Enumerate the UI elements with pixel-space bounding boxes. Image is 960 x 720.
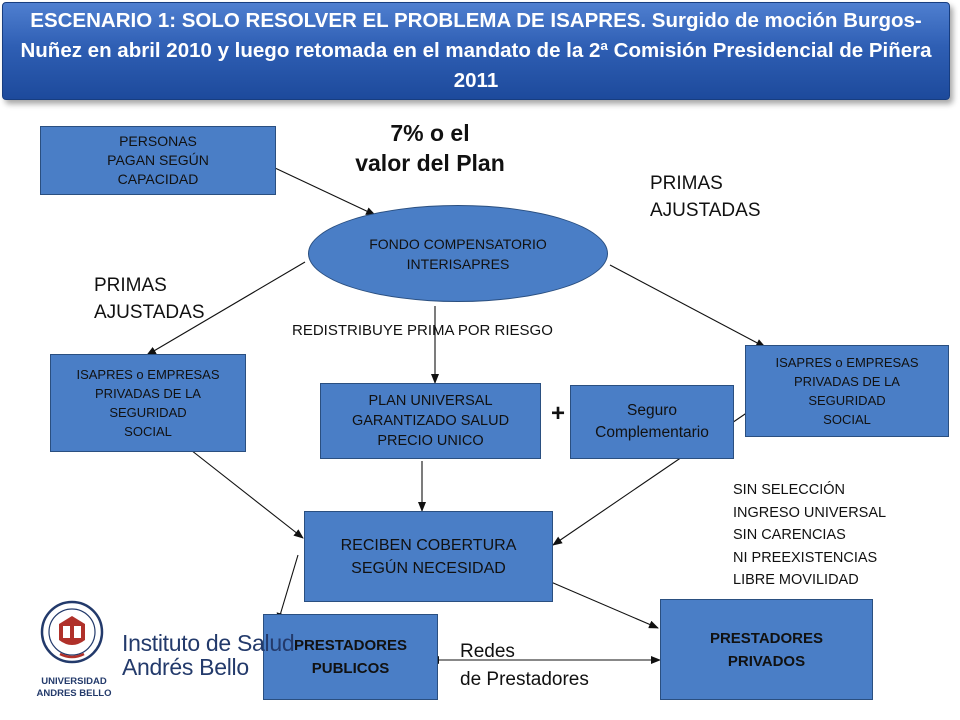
primas-ajustadas-left-label: PRIMAS AJUSTADAS <box>94 275 205 323</box>
conditions-list: SIN SELECCIÓN INGRESO UNIVERSAL SIN CARE… <box>733 482 887 588</box>
arrow-personas-to-fondo <box>274 167 376 216</box>
personas-box: PERSONAS PAGAN SEGÚN CAPACIDAD <box>40 126 276 195</box>
arrow-fondo-to-isapres-left <box>146 261 306 356</box>
institute-name-line2: Andrés Bello <box>122 654 249 680</box>
fondo-compensatorio-ellipse: FONDO COMPENSATORIO INTERISAPRES <box>308 205 608 302</box>
university-name: UNIVERSIDAD ANDRES BELLO <box>36 676 112 699</box>
percentage-label: 7% o el valor del Plan <box>355 120 505 176</box>
primas-ajustadas-right-label: PRIMAS AJUSTADAS <box>650 173 761 221</box>
isapres-left-box: ISAPRES o EMPRESAS PRIVADAS DE LA SEGURI… <box>50 354 246 452</box>
prestadores-privados-box: PRESTADORES PRIVADOS <box>660 599 873 700</box>
slide-title: ESCENARIO 1: SOLO RESOLVER EL PROBLEMA D… <box>2 2 950 100</box>
university-seal-icon <box>40 600 104 664</box>
arrow-fondo-to-isapres-right <box>609 264 766 348</box>
plan-universal-box: PLAN UNIVERSAL GARANTIZADO SALUD PRECIO … <box>320 383 541 459</box>
plus-sign: + <box>551 400 566 427</box>
redes-prestadores-label: Redes de Prestadores <box>460 641 589 690</box>
isapres-right-box: ISAPRES o EMPRESAS PRIVADAS DE LA SEGURI… <box>745 345 949 437</box>
institute-name-line1: Instituto de Salud <box>122 630 295 656</box>
seguro-complementario-box: Seguro Complementario <box>570 385 734 459</box>
arrow-reciben-to-publicos <box>276 554 299 623</box>
prestadores-publicos-box: PRESTADORES PUBLICOS <box>263 614 438 700</box>
reciben-cobertura-box: RECIBEN COBERTURA SEGÚN NECESIDAD <box>304 511 553 602</box>
redistribuye-label: REDISTRIBUYE PRIMA POR RIESGO <box>292 322 553 339</box>
